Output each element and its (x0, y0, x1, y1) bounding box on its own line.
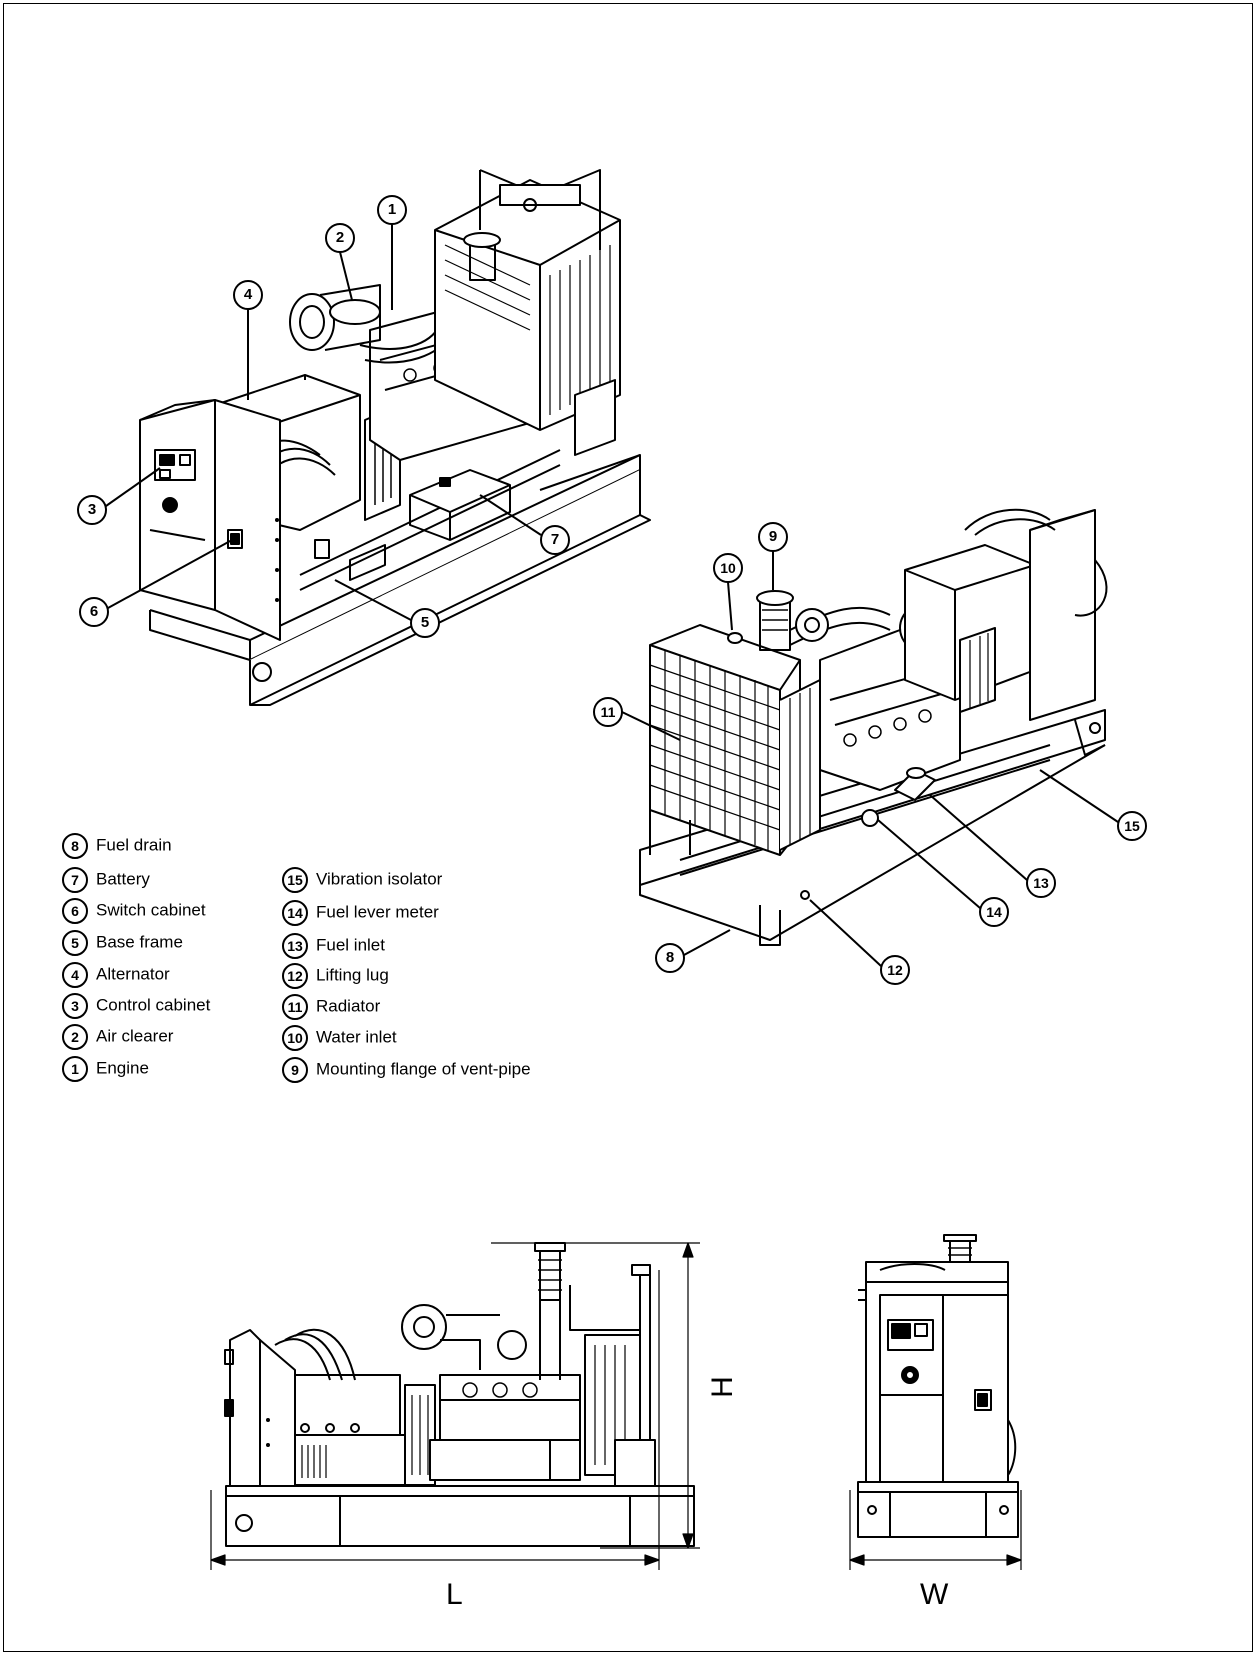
legend-item-2: 2 Air clearer (62, 1023, 174, 1050)
legend-label: Mounting flange of vent-pipe (316, 1059, 531, 1079)
legend-number: 11 (282, 993, 308, 1020)
legend-item-1: 1 Engine (62, 1055, 149, 1082)
callout-1-number: 1 (387, 201, 397, 218)
legend-number: 2 (62, 1023, 88, 1050)
legend-item-7: 7 Battery (62, 866, 150, 893)
legend-item-3: 3 Control cabinet (62, 992, 211, 1019)
legend-label: Water inlet (316, 1027, 397, 1047)
drawing-frame (3, 3, 1253, 1652)
leader-4 (233, 280, 263, 400)
legend-label: Vibration isolator (316, 869, 443, 889)
dimension-length-label: L (446, 1578, 463, 1611)
legend-label: Base frame (96, 932, 183, 952)
legend-number: 6 (62, 897, 88, 924)
callout-8-number: 8 (665, 949, 675, 966)
callout-4-number: 4 (243, 286, 253, 303)
legend-number: 1 (62, 1055, 88, 1082)
alternator-louvre-side (301, 1445, 327, 1478)
legend-label: Fuel inlet (316, 935, 385, 955)
legend-number: 5 (62, 929, 88, 956)
dimension-height-label: H (705, 1376, 739, 1398)
callout-14-number: 14 (986, 904, 1002, 920)
legend-label: Fuel lever meter (316, 902, 439, 922)
legend-item-5: 5 Base frame (62, 929, 183, 956)
legend-label: Control cabinet (96, 995, 211, 1015)
callout-5-number: 5 (420, 614, 430, 631)
legend-number: 14 (282, 899, 308, 926)
callout-15-number: 15 (1124, 818, 1140, 834)
leader-7 (479, 494, 570, 555)
callout-2-number: 2 (335, 229, 345, 246)
legend-item-6: 6 Switch cabinet (62, 897, 206, 924)
callout-10-number: 10 (720, 560, 736, 576)
callout-11-number: 11 (600, 704, 616, 720)
dimension-width-label: W (920, 1578, 949, 1611)
leader-8 (655, 929, 731, 973)
legend-item-9: 9 Mounting flange of vent-pipe (282, 1056, 531, 1083)
genset-side-elevation (224, 1242, 695, 1547)
genset-isometric-right (639, 508, 1108, 946)
legend-number: 3 (62, 992, 88, 1019)
leader-10 (713, 553, 743, 631)
legend-label: Fuel drain (96, 835, 172, 855)
legend-item-10: 10 Water inlet (282, 1024, 397, 1051)
legend-label: Switch cabinet (96, 900, 206, 920)
leader-1 (377, 195, 407, 310)
legend-number: 8 (62, 832, 88, 859)
callout-6-number: 6 (89, 603, 99, 620)
leader-14 (877, 819, 1009, 927)
dimension-lines-end (849, 1490, 1022, 1570)
legend-number: 12 (282, 962, 308, 989)
legend-item-13: 13 Fuel inlet (282, 932, 385, 959)
legend-label: Air clearer (96, 1026, 174, 1046)
leader-15 (1039, 769, 1147, 841)
legend-number: 15 (282, 866, 308, 893)
callouts-view1 (77, 195, 570, 638)
leader-9 (758, 522, 788, 590)
genset-isometric-left (139, 169, 651, 706)
legend-item-15: 15 Vibration isolator (282, 866, 443, 893)
leader-6 (79, 539, 233, 627)
callout-12-number: 12 (887, 962, 903, 978)
legend-label: Lifting lug (316, 965, 389, 985)
legend-item-14: 14 Fuel lever meter (282, 899, 439, 926)
leader-3 (77, 467, 161, 525)
legend-label: Battery (96, 869, 150, 889)
leader-13 (929, 794, 1056, 898)
legend-item-12: 12 Lifting lug (282, 962, 389, 989)
callout-9-number: 9 (768, 528, 778, 545)
legend-item-8: 8 Fuel drain (62, 832, 172, 859)
legend-label: Engine (96, 1058, 149, 1078)
legend-number: 4 (62, 961, 88, 988)
callouts-view2 (593, 522, 1147, 985)
leader-11 (593, 697, 681, 741)
legend-number: 13 (282, 932, 308, 959)
genset-end-elevation (857, 1234, 1019, 1538)
legend-label: Radiator (316, 996, 381, 1016)
callout-13-number: 13 (1033, 875, 1049, 891)
callout-3-number: 3 (87, 501, 97, 518)
callout-7-number: 7 (550, 531, 560, 548)
legend-label: Alternator (96, 964, 170, 984)
dimension-lines-side (210, 1242, 700, 1570)
legend-number: 10 (282, 1024, 308, 1051)
leader-12 (809, 899, 910, 985)
legend-item-11: 11 Radiator (282, 993, 381, 1020)
legend-number: 9 (282, 1056, 308, 1083)
legend-number: 7 (62, 866, 88, 893)
legend-item-4: 4 Alternator (62, 961, 170, 988)
leader-5 (334, 579, 440, 638)
leader-2 (325, 223, 355, 301)
